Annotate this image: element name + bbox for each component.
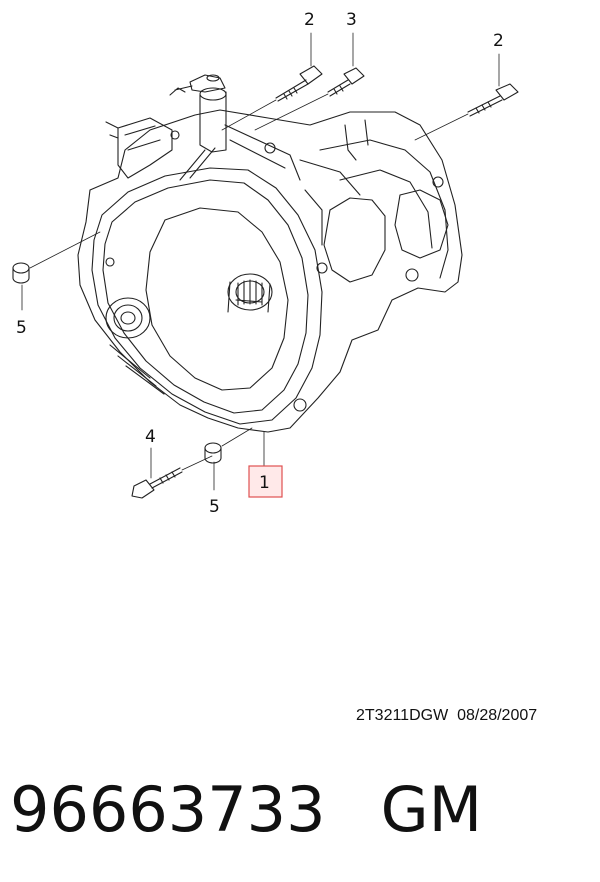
bolt-part-2-right xyxy=(414,83,519,141)
manufacturer: GM xyxy=(380,773,483,846)
callout-5-bottom: 5 xyxy=(209,497,220,517)
dowel-pin-5-left xyxy=(12,231,101,284)
bolt-part-4 xyxy=(131,455,213,499)
drawing-code: 2T3211DGW 08/28/2007 xyxy=(356,707,538,724)
callout-5-left: 5 xyxy=(16,318,27,338)
shift-tower xyxy=(105,74,301,181)
dowel-pin-5-bottom xyxy=(204,427,253,464)
bolt-part-2-top xyxy=(221,65,323,131)
callout-2-right: 2 xyxy=(493,31,504,51)
transmission-housing-outline xyxy=(77,109,463,433)
leader-lines xyxy=(21,32,500,491)
bolt-part-3 xyxy=(254,67,365,131)
part-number: 96663733 xyxy=(10,773,326,846)
callout-1-highlight-box xyxy=(248,465,283,498)
callout-2-top-left: 2 xyxy=(304,10,315,30)
callout-4: 4 xyxy=(145,427,156,447)
transmission-assembly xyxy=(77,74,463,433)
exploded-parts-diagram: 2 3 2 5 4 5 1 xyxy=(12,10,519,517)
callout-1: 1 xyxy=(259,473,270,493)
callout-3: 3 xyxy=(346,10,357,30)
part-footer: 96663733 GM xyxy=(10,770,482,850)
